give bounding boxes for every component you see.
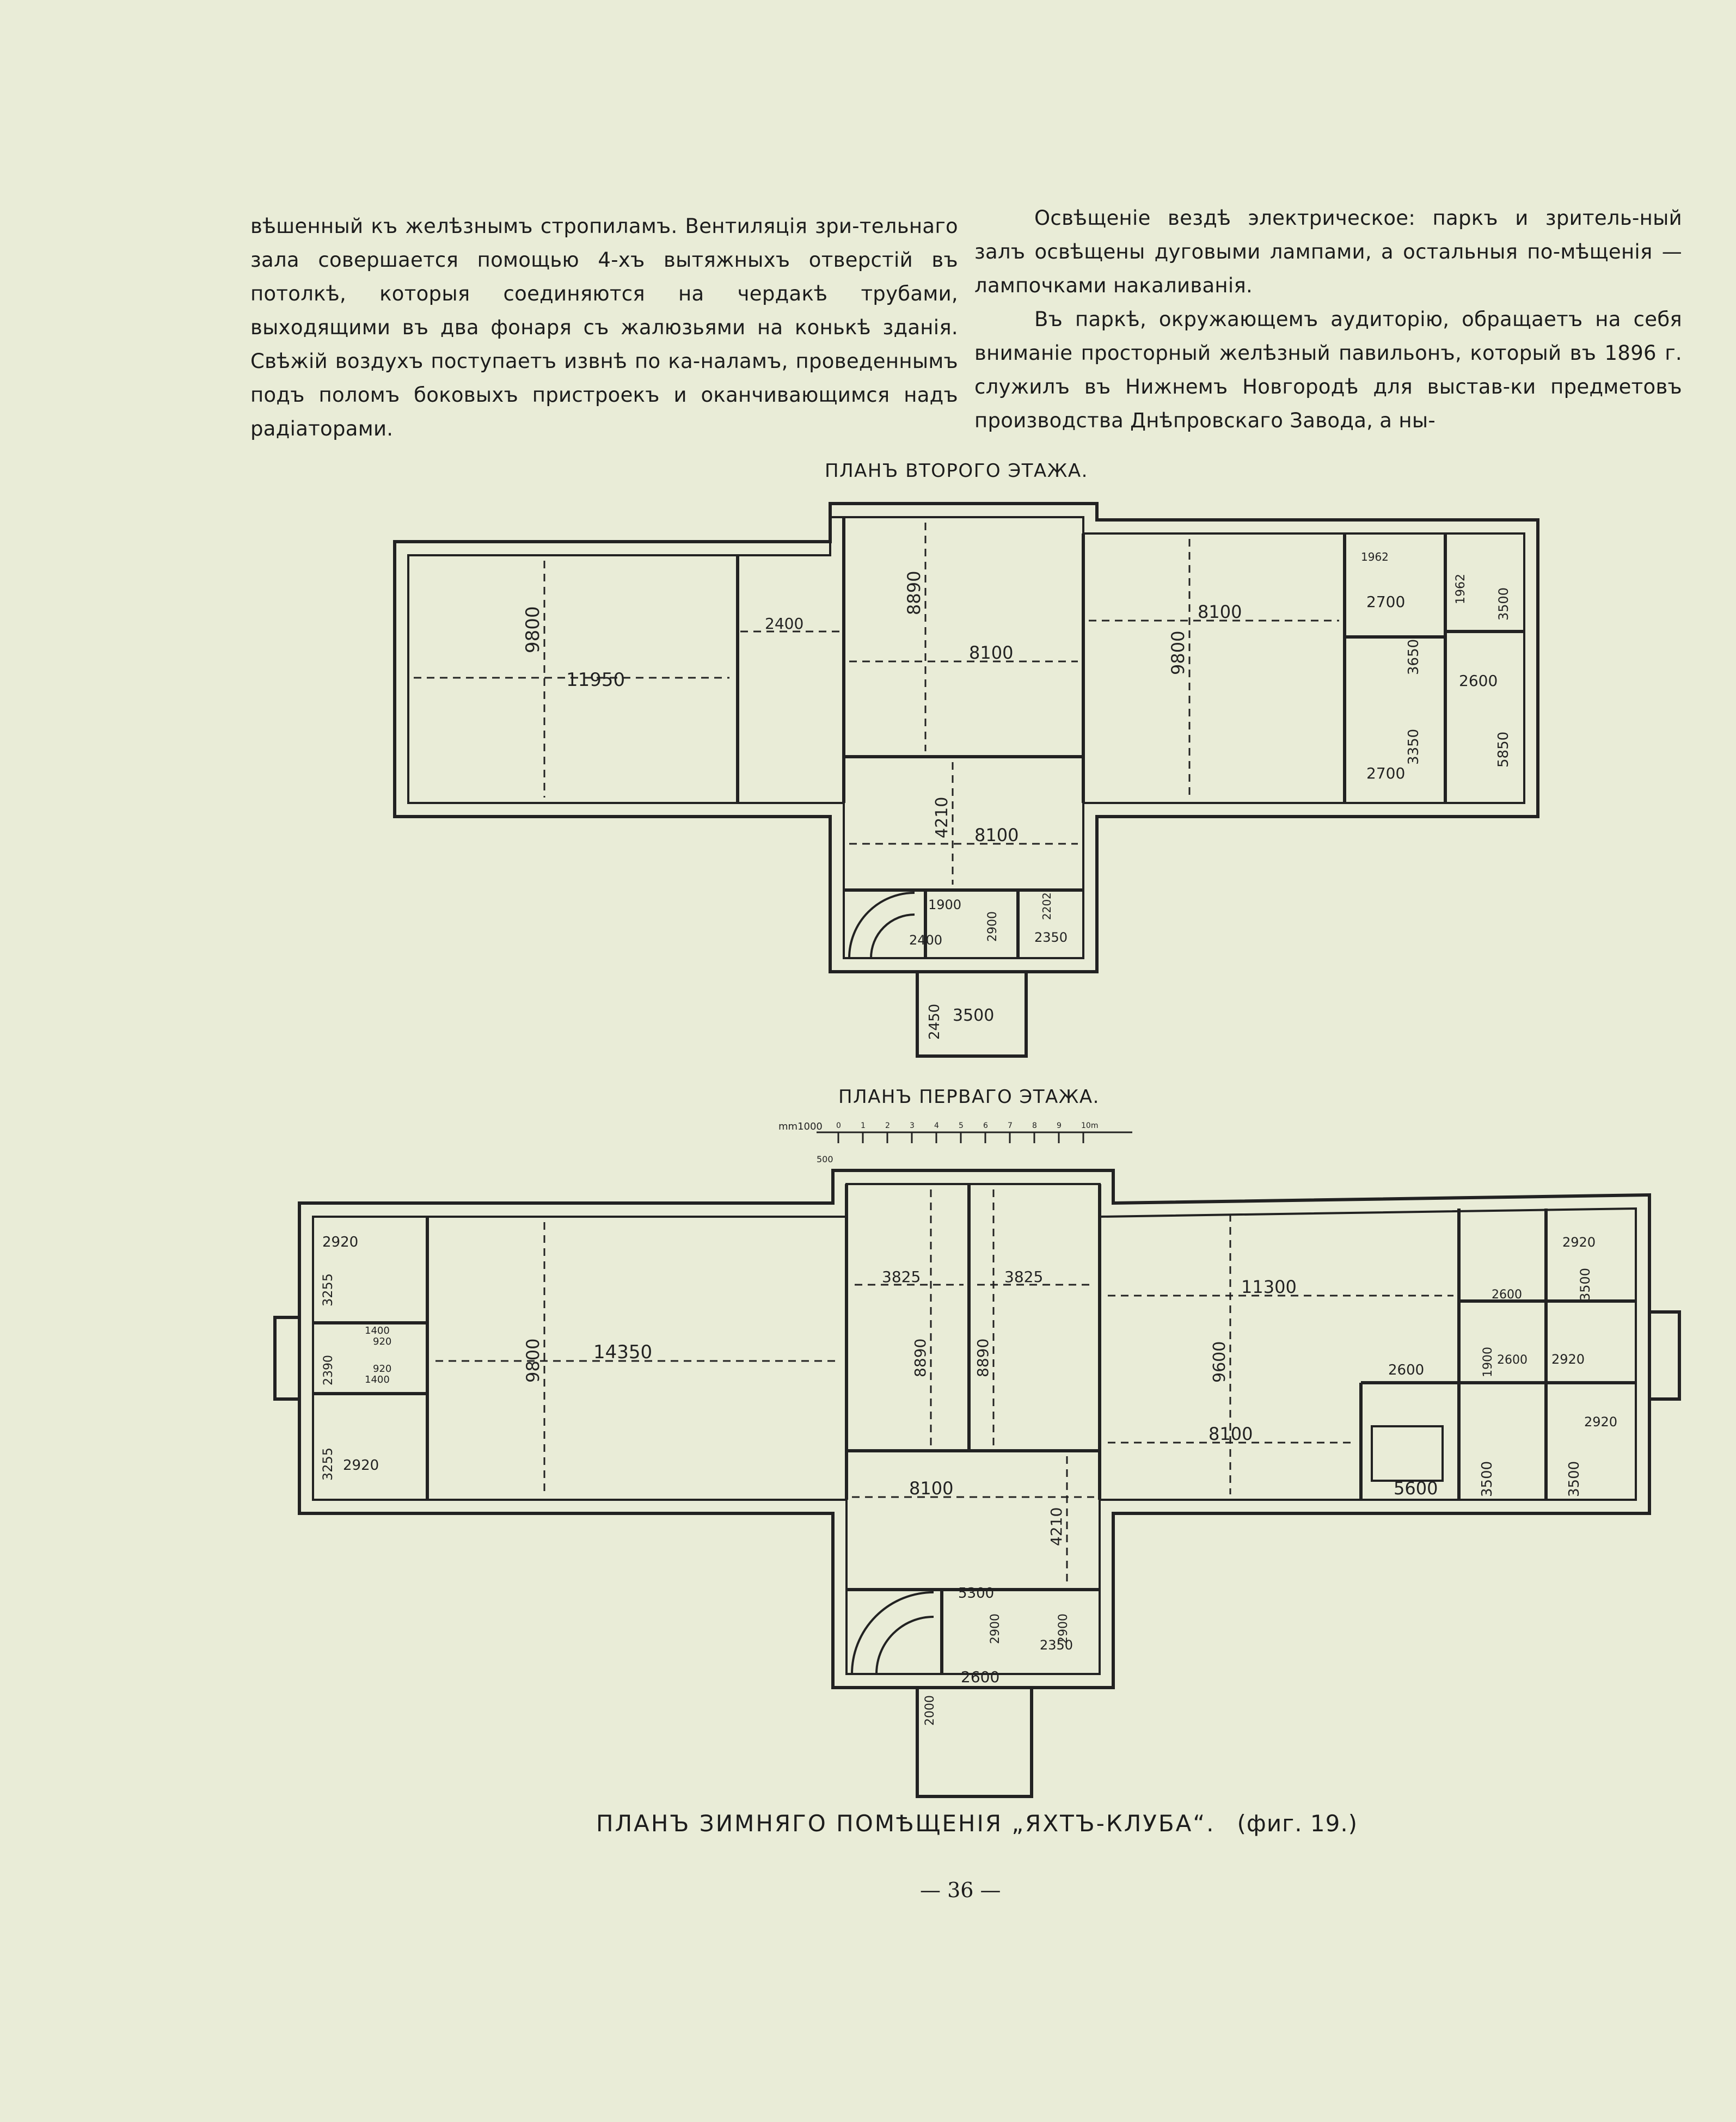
dim-label: 9600 — [1210, 1341, 1229, 1383]
paragraph: вѣшенный къ желѣзнымъ стропиламъ. Вентил… — [250, 214, 958, 440]
scale-sub-label: 500 — [817, 1154, 833, 1164]
scale-tick: 4 — [934, 1121, 939, 1130]
dim-label: 8100 — [1209, 1424, 1253, 1444]
dim-label: 2920 — [1562, 1235, 1596, 1250]
dim-label: 1900 — [928, 897, 961, 912]
dim-label: 9800 — [523, 1339, 543, 1383]
dim-label: 2400 — [909, 933, 942, 948]
scale-tick: 2 — [885, 1121, 890, 1130]
dim-label: 1400 — [365, 1325, 390, 1336]
walls — [393, 502, 1539, 1058]
dim-label: 11300 — [1241, 1277, 1297, 1297]
figure-caption: ПЛАНЪ ЗИМНЯГО ПОМѢЩЕНІЯ „ЯХТЪ-КЛУБА“. (фи… — [596, 1810, 1358, 1837]
dim-label: 3500 — [1496, 587, 1511, 621]
stove-grid — [1371, 1425, 1444, 1482]
dim-label: 4210 — [1047, 1507, 1065, 1546]
dim-label: 1900 — [1481, 1347, 1495, 1377]
dim-label: 2400 — [765, 615, 803, 633]
scale-tick: 6 — [983, 1121, 988, 1130]
dim-label: 2600 — [961, 1668, 999, 1686]
dimension-labels: 11950 9800 2400 8890 8100 8100 9800 4210… — [522, 550, 1512, 1040]
dim-label: 9800 — [1168, 631, 1188, 675]
dim-label: 2920 — [322, 1234, 358, 1250]
dim-label: 3350 — [1406, 729, 1422, 765]
scale-tick: 10m — [1081, 1121, 1098, 1130]
dim-label: 2350 — [1034, 930, 1068, 945]
text-column-right: Освѣщеніе вездѣ электрическое: паркъ и з… — [974, 201, 1682, 438]
dim-label: 8890 — [911, 1339, 929, 1377]
dim-label: 2390 — [322, 1355, 335, 1385]
dim-label: 1400 — [365, 1374, 390, 1385]
dim-label: 2920 — [1584, 1414, 1617, 1430]
text-column-left: вѣшенный къ желѣзнымъ стропиламъ. Вентил… — [250, 210, 958, 446]
dim-label: 8890 — [904, 571, 924, 615]
staircase — [848, 892, 915, 959]
dim-label: 9800 — [522, 606, 544, 653]
dim-label: 3825 — [1004, 1268, 1043, 1286]
dim-label: 3500 — [1566, 1461, 1582, 1497]
first-floor-plan: mm1000 500 0 1 2 3 4 5 6 7 8 9 10m — [273, 1121, 1681, 1798]
dim-label: 2600 — [1459, 672, 1498, 690]
dim-label: 2700 — [1366, 593, 1405, 611]
caption-main: ПЛАНЪ ЗИМНЯГО ПОМѢЩЕНІЯ „ЯХТЪ-КЛУБА“. — [596, 1810, 1216, 1837]
caption-fig: (фиг. 19.) — [1237, 1810, 1358, 1837]
scale-bar: mm1000 500 0 1 2 3 4 5 6 7 8 9 10m — [778, 1121, 1132, 1164]
dim-label: 1962 — [1454, 574, 1468, 604]
dim-label: 5300 — [958, 1585, 994, 1602]
dim-label: 2900 — [986, 911, 999, 942]
dim-label: 2900 — [989, 1614, 1002, 1644]
staircase — [851, 1591, 934, 1675]
dim-label: 3500 — [1578, 1268, 1593, 1301]
page-number: — 36 — — [920, 1878, 1001, 1902]
scale-tick: 8 — [1032, 1121, 1037, 1130]
paragraph: Освѣщеніе вездѣ электрическое: паркъ и з… — [974, 206, 1682, 297]
dim-label: 8100 — [969, 642, 1013, 663]
dim-label: 2600 — [1497, 1353, 1528, 1367]
dim-label: 3825 — [882, 1268, 921, 1286]
second-floor-title: ПЛАНЪ ВТОРОГО ЭТАЖА. — [825, 460, 1088, 482]
dim-label: 14350 — [593, 1341, 652, 1363]
dimension-labels: 2920 3255 2390 3255 2920 920 1400 1400 9… — [320, 1234, 1617, 1726]
dim-label: 11950 — [566, 669, 625, 691]
scale-tick: 0 — [836, 1121, 841, 1130]
dim-label: 2700 — [1366, 764, 1405, 782]
dim-label: 3500 — [953, 1006, 994, 1025]
dim-label: 1962 — [1361, 550, 1389, 563]
dim-label: 2000 — [923, 1695, 937, 1726]
dim-label: 2900 — [1057, 1614, 1070, 1644]
paragraph: Въ паркѣ, окружающемъ аудиторію, обращае… — [974, 308, 1682, 432]
dim-label: 8100 — [974, 825, 1019, 845]
walls — [273, 1169, 1681, 1798]
dim-label: 3255 — [320, 1448, 335, 1481]
dim-label: 8890 — [974, 1339, 992, 1377]
scale-tick: 9 — [1057, 1121, 1062, 1130]
dim-label: 2600 — [1388, 1362, 1424, 1378]
scale-tick: 5 — [959, 1121, 964, 1130]
dim-label: 4210 — [933, 797, 952, 838]
scale-tick: 7 — [1008, 1121, 1013, 1130]
dim-label: 8100 — [1198, 602, 1242, 622]
first-floor-title: ПЛАНЪ ПЕРВАГО ЭТАЖА. — [838, 1086, 1100, 1108]
scale-label: mm1000 — [778, 1121, 823, 1132]
dim-label: 920 — [373, 1363, 391, 1375]
dim-label: 2920 — [1551, 1352, 1585, 1367]
scale-tick: 3 — [910, 1121, 915, 1130]
scale-tick: 1 — [861, 1121, 866, 1130]
dim-label: 2920 — [343, 1457, 379, 1474]
dim-label: 3255 — [320, 1273, 335, 1307]
dim-label: 3500 — [1479, 1461, 1495, 1497]
dim-label: 920 — [373, 1336, 391, 1347]
dim-label: 8100 — [909, 1478, 953, 1499]
dim-label: 2202 — [1040, 892, 1053, 920]
dim-label: 2350 — [1040, 1638, 1073, 1653]
dim-label: 5850 — [1495, 732, 1512, 768]
dimension-lines — [414, 523, 1339, 885]
second-floor-plan: 11950 9800 2400 8890 8100 8100 9800 4210… — [393, 502, 1539, 1058]
dim-label: 5600 — [1394, 1478, 1438, 1499]
dim-label: 3650 — [1406, 639, 1422, 675]
dim-label: 2600 — [1492, 1288, 1522, 1302]
dimension-lines — [435, 1189, 1453, 1584]
dim-label: 2450 — [927, 1004, 943, 1040]
